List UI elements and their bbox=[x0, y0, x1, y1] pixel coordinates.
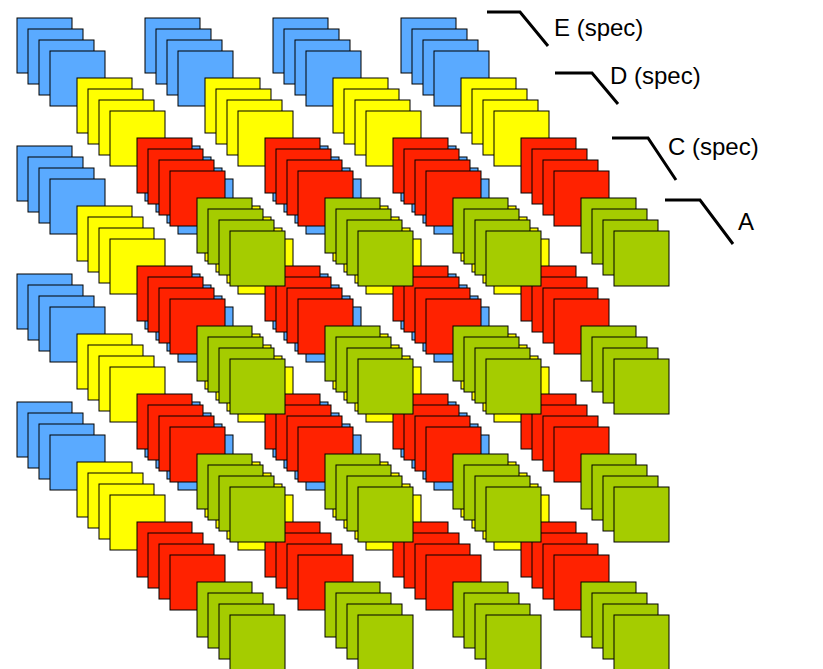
layer-square bbox=[230, 615, 285, 669]
layer-square bbox=[486, 615, 541, 669]
layer-label: A bbox=[738, 210, 754, 234]
bracket-line bbox=[487, 12, 548, 46]
layer-square bbox=[358, 615, 413, 669]
layer-square bbox=[614, 359, 669, 414]
layer-square bbox=[614, 231, 669, 286]
square-stacks bbox=[17, 18, 669, 669]
layer-label: C (spec) bbox=[668, 135, 759, 159]
layer-square bbox=[486, 487, 541, 542]
layer-square bbox=[230, 487, 285, 542]
layer-brackets bbox=[487, 12, 733, 244]
layer-label: D (spec) bbox=[610, 64, 701, 88]
bracket-line bbox=[612, 138, 676, 180]
layer-square bbox=[230, 359, 285, 414]
layer-square bbox=[486, 359, 541, 414]
layer-label: E (spec) bbox=[554, 16, 643, 40]
layer-square bbox=[486, 231, 541, 286]
layer-square bbox=[230, 231, 285, 286]
layer-square bbox=[614, 615, 669, 669]
bracket-line bbox=[665, 200, 733, 244]
layer-square bbox=[358, 487, 413, 542]
bracket-line bbox=[555, 73, 618, 104]
layer-square bbox=[358, 231, 413, 286]
layer-square bbox=[358, 359, 413, 414]
layer-square bbox=[614, 487, 669, 542]
